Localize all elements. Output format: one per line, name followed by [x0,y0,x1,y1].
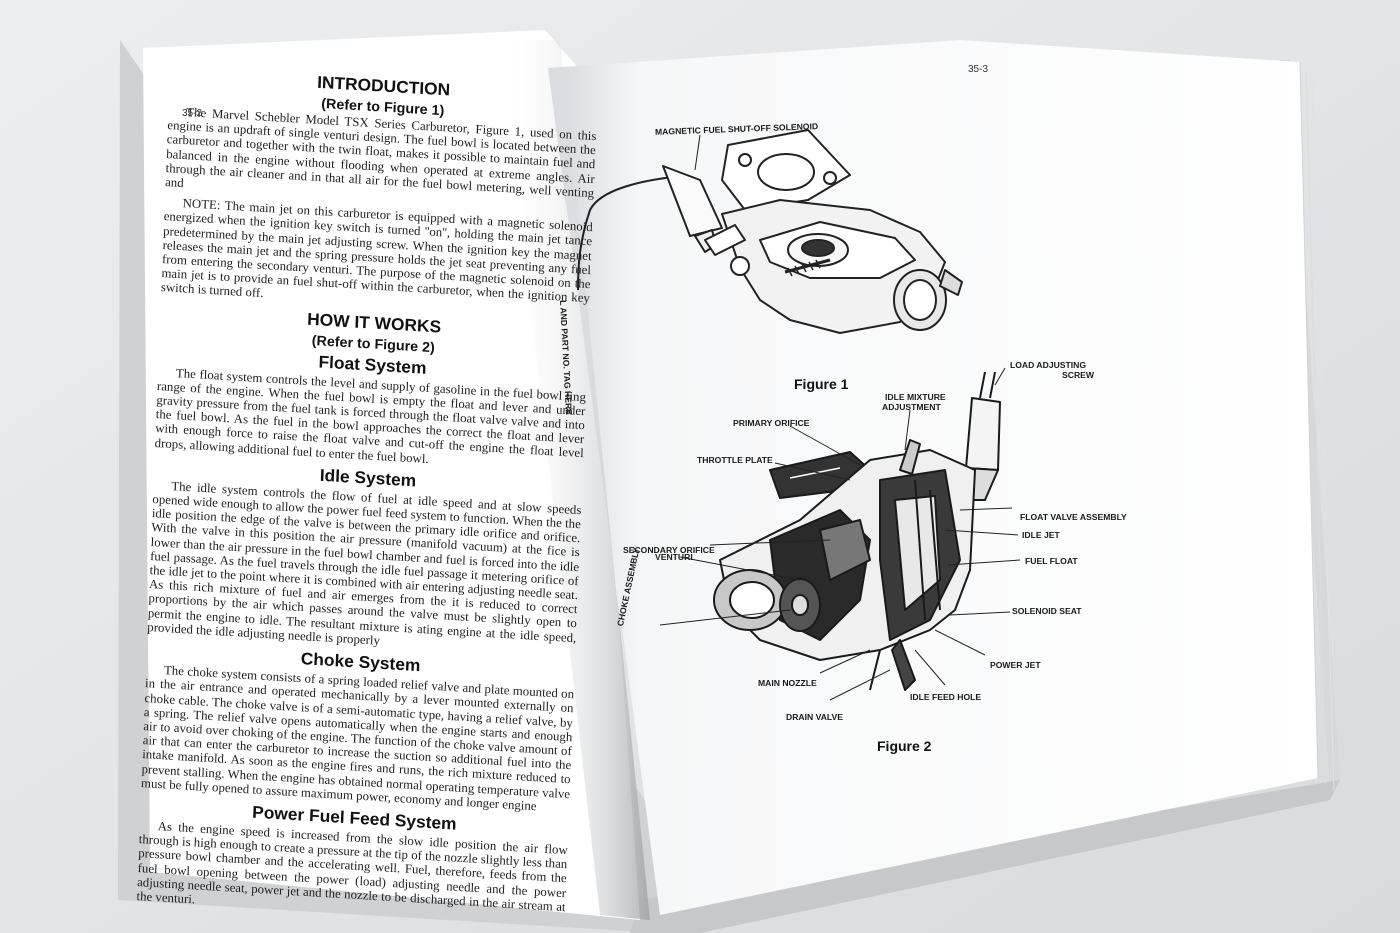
figure-2-caption: Figure 2 [877,738,932,754]
callout-power-jet: POWER JET [990,660,1041,670]
right-page-number: 35-3 [968,64,989,75]
callout-load-adjusting: LOAD ADJUSTING [1010,360,1087,370]
left-page-text: INTRODUCTION (Refer to Figure 1) The Mar… [136,60,598,914]
callout-main-nozzle: MAIN NOZZLE [758,678,817,688]
note-paragraph: NOTE: The main jet on this carburetor is… [160,196,593,306]
callout-adjustment: ADJUSTMENT [882,402,941,412]
callout-solenoid-seat: SOLENOID SEAT [1012,606,1082,616]
choke-system-paragraph: The choke system consists of a spring lo… [140,663,575,813]
left-page-number: 35-2 [182,108,203,119]
callout-load-screw: SCREW [1062,370,1094,380]
figure-1-caption: Figure 1 [794,376,849,392]
idle-system-paragraph: The idle system controls the flow of fue… [147,478,582,648]
callout-leader-lines [659,134,1021,701]
figure-1-carburetor-drawing [577,129,963,334]
figure-2-carburetor-cutaway [713,371,1001,691]
callout-float-valve: FLOAT VALVE ASSEMBLY [1020,512,1127,522]
callout-fuel-float: FUEL FLOAT [1025,556,1078,566]
callout-throttle-plate: THROTTLE PLATE [697,455,773,465]
callout-idle-jet: IDLE JET [1022,530,1060,540]
callout-idle-feed-hole: IDLE FEED HOLE [910,692,982,702]
callout-drain-valve: DRAIN VALVE [786,712,843,722]
callout-primary-orifice: PRIMARY ORIFICE [733,418,810,428]
callout-venturi: VENTURI [655,552,693,562]
callout-secondary-orifice: SECONDARY ORIFICE [623,545,715,555]
left-page [143,30,640,920]
callout-idle-mixture: IDLE MIXTURE [885,392,946,402]
